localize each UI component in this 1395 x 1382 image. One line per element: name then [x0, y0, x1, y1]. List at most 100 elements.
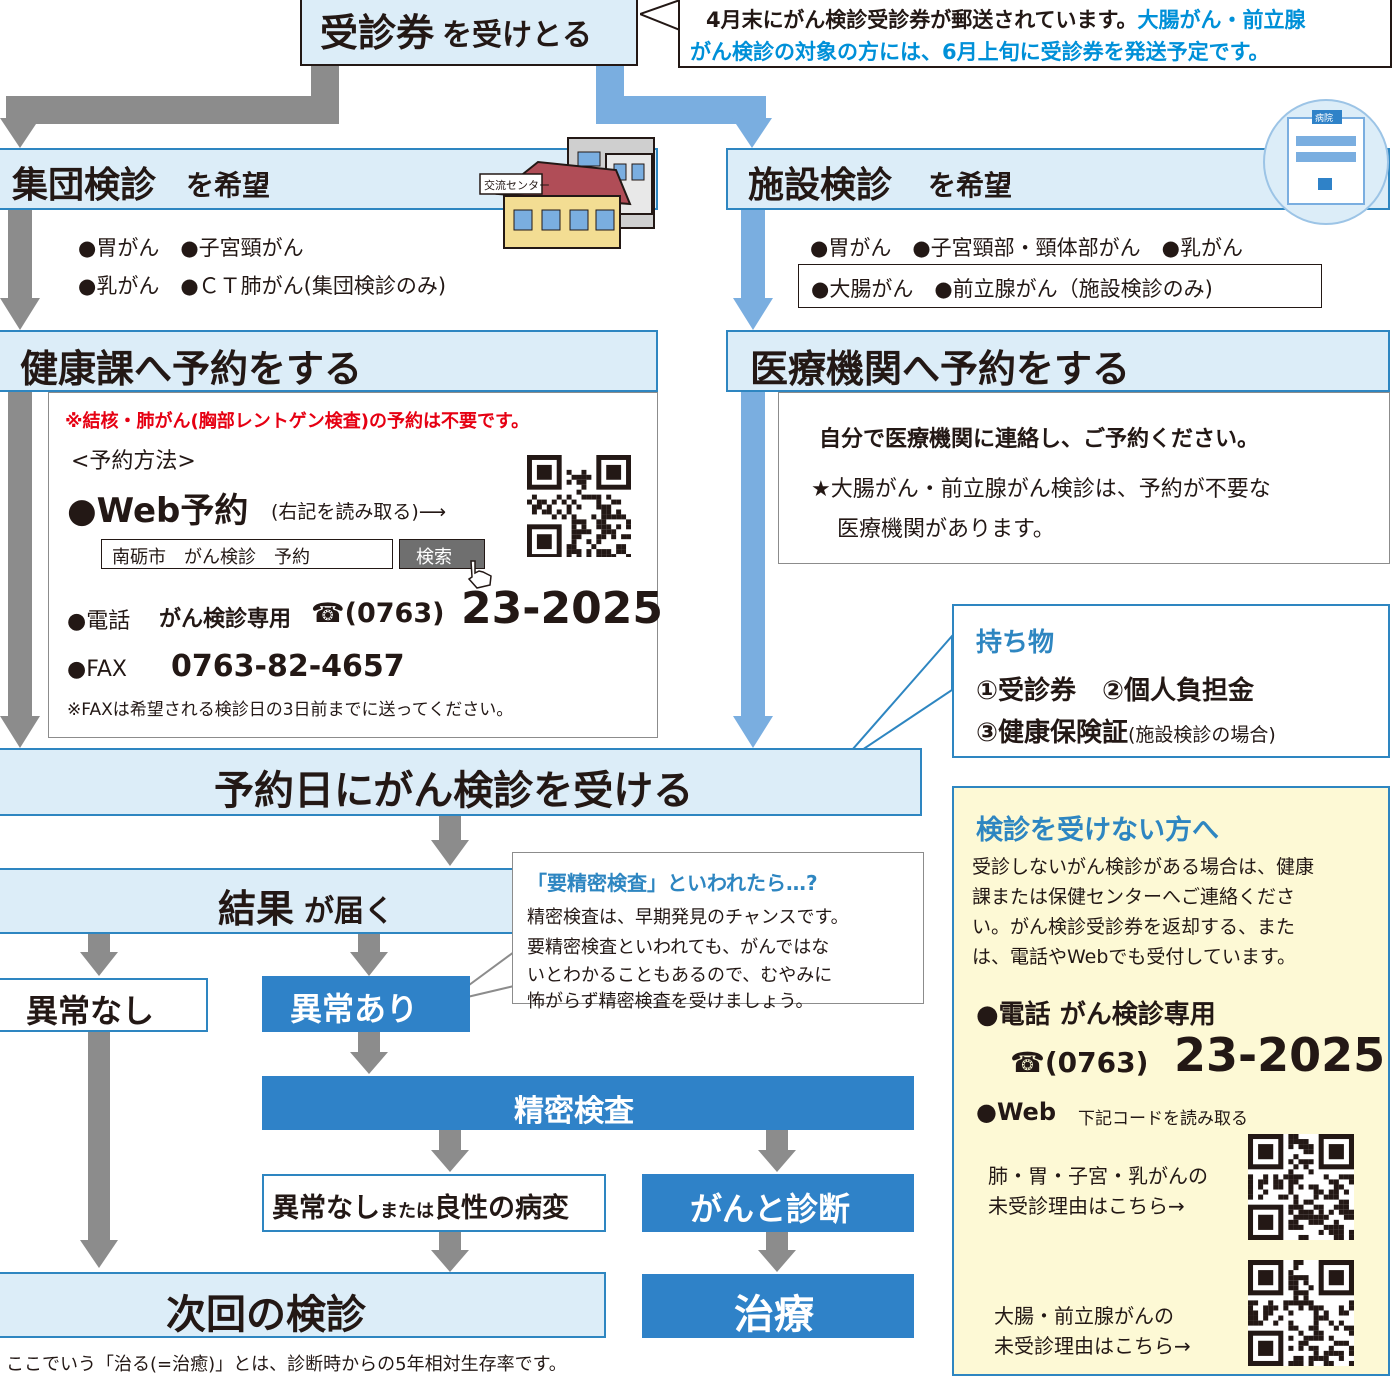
- arrowhead-next-right: [431, 1250, 469, 1272]
- group-title-main: 集団検診: [12, 165, 157, 206]
- abnormal-box: 異常あり: [262, 976, 470, 1032]
- search-input[interactable]: 南砺市 がん検診 予約: [101, 539, 393, 569]
- benign-text-2: または: [380, 1201, 434, 1222]
- callout-line-4: 怖がらず精密検査を受けましょう。: [527, 991, 814, 1012]
- qr-pattern-3: [1248, 1260, 1354, 1366]
- gray-shaft-1: [8, 210, 32, 300]
- medical-details-box: 自分で医療機関に連絡し、ご予約ください。 ★大腸がん・前立腺がん検診は、予約が不…: [778, 392, 1390, 564]
- web-booking-hint: (右記を読み取る)⟶: [271, 501, 447, 523]
- community-center-illustration: 交流センター: [479, 137, 655, 249]
- belongings-title: 持ち物: [976, 628, 1055, 658]
- precise-exam-callout: 「要精密検査」といわれたら…? 精密検査は、早期発見のチャンスです。 要精密検査…: [512, 852, 924, 1012]
- facility-title-main: 施設検診: [748, 165, 893, 206]
- receive-ticket-box: 受診券 を受けとる: [300, 0, 638, 66]
- detailed-exam-label: 精密検査: [514, 1094, 634, 1129]
- exam-day-bar: 予約日にがん検診を受ける: [0, 748, 922, 816]
- belongings-line-1: ①受診券 ②個人負担金: [976, 676, 1255, 706]
- not-taking-box: 検診を受けない方へ 受診しないがん検診がある場合は、健康 課または保健センターへ…: [952, 786, 1390, 1376]
- belongings-line-2-main: ③健康保険証: [976, 718, 1129, 748]
- facility-items-line-1: ●胃がん ●子宮頸部・頸体部がん ●乳がん: [810, 236, 1243, 260]
- connector-to-facility: [596, 64, 766, 124]
- qr-pattern-2: [1248, 1134, 1354, 1240]
- tel-area: ☎(0763): [311, 598, 445, 629]
- medical-line-1: 自分で医療機関に連絡し、ご予約ください。: [819, 427, 1260, 452]
- group-exam-bar: 集団検診 を希望: [0, 148, 658, 210]
- connector-to-group: [6, 52, 339, 124]
- qr1-caption-2: 未受診理由はこちら→: [988, 1194, 1185, 1218]
- treatment-box: 治療: [642, 1274, 914, 1338]
- belongings-line-2-sub: (施設検診の場合): [1128, 724, 1276, 746]
- benign-text-1: 異常なし: [272, 1193, 380, 1224]
- arrowhead-kenko: [0, 298, 40, 330]
- benign-text-3: 良性の病変: [434, 1193, 569, 1224]
- booking-method-heading: <予約方法>: [71, 449, 196, 474]
- unexamined-reason-qr-1-icon[interactable]: [1248, 1134, 1354, 1240]
- arrowhead-exam-left: [0, 716, 40, 748]
- cancer-diagnosis-label: がんと診断: [690, 1190, 851, 1228]
- kenko-title: 健康課へ予約をする: [20, 347, 363, 391]
- facility-items-line-2: ●大腸がん ●前立腺がん（施設検診のみ): [811, 277, 1213, 301]
- callout-line-3: いとわかることもあるので、むやみに: [527, 965, 833, 986]
- benign-box: 異常なしまたは良性の病変: [262, 1174, 606, 1232]
- qr-pattern-1: [527, 455, 631, 559]
- belongings-box: 持ち物 ①受診券 ②個人負担金 ③健康保険証(施設検診の場合): [952, 604, 1390, 758]
- hospital-sign: 病院: [1315, 112, 1333, 124]
- kenko-details-box: ※結核・肺がん(胸部レントゲン検査)の予約は不要です。 <予約方法> ●Web予…: [48, 392, 663, 738]
- tel-label: がん検診専用: [159, 607, 292, 632]
- facility-title-sub: を希望: [928, 169, 1013, 202]
- arrowhead-treatment: [758, 1250, 796, 1272]
- not-taking-tel-number: 23-2025: [1174, 1028, 1386, 1082]
- arrowhead-normal: [80, 952, 118, 976]
- blue-shaft-1: [741, 210, 765, 300]
- arrowhead-group: [0, 118, 40, 148]
- arrowhead-exam-right: [733, 716, 773, 748]
- receive-title-main: 受診券: [320, 11, 435, 55]
- facility-only-box: ●大腸がん ●前立腺がん（施設検診のみ): [798, 264, 1322, 308]
- callout-line-2: 要精密検査といわれても、がんではな: [527, 937, 830, 958]
- not-taking-line-2: 課または保健センターへご連絡くださ: [972, 886, 1296, 908]
- tel-number: 23-2025: [461, 583, 663, 634]
- arrowhead-facility: [732, 118, 772, 148]
- arrowhead-next-left: [80, 1240, 118, 1268]
- not-taking-title: 検診を受けない方へ: [976, 815, 1219, 846]
- medical-line-2: ★大腸がん・前立腺がん検診は、予約が不要な: [811, 477, 1271, 502]
- search-input-text: 南砺市 がん検診 予約: [112, 547, 310, 568]
- unexamined-reason-qr-2-icon[interactable]: [1248, 1260, 1354, 1366]
- tel-prefix: ●電話: [67, 609, 131, 634]
- not-taking-line-1: 受診しないがん検診がある場合は、健康: [972, 856, 1315, 878]
- gray-shaft-2: [8, 392, 32, 718]
- web-booking-label: ●Web予約: [67, 491, 249, 531]
- detailed-exam-bar: 精密検査: [262, 1076, 914, 1130]
- group-items-line-1: ●胃がん ●子宮頸がん: [78, 236, 304, 260]
- hand-cursor-icon: [467, 560, 492, 589]
- notice-text-1: 4月末にがん検診受診券が郵送されています。: [706, 8, 1138, 32]
- search-button-label: 検索: [416, 547, 452, 568]
- result-title-sub: が届く: [304, 894, 394, 929]
- medical-title: 医療機関へ予約をする: [750, 347, 1131, 391]
- fax-number: 0763-82-4657: [171, 649, 405, 684]
- not-taking-web-heading: ●Web: [976, 1098, 1057, 1126]
- qr1-caption-1: 肺・胃・子宮・乳がんの: [988, 1164, 1208, 1188]
- building-sign: 交流センター: [484, 178, 550, 192]
- hospital-illustration: 病院: [1263, 99, 1389, 225]
- notice-text-2: 大腸がん・前立腺: [1137, 8, 1306, 32]
- callout-title: 「要精密検査」といわれたら…?: [527, 871, 818, 895]
- next-exam-bar: 次回の検診: [0, 1272, 606, 1338]
- arrowhead-result: [431, 840, 469, 866]
- receive-title-sub: を受けとる: [442, 18, 592, 53]
- belongings-pointer: [837, 633, 953, 767]
- footnote: ここでいう「治る(=治癒)」とは、診断時からの5年相対生存率です。: [6, 1354, 567, 1375]
- web-booking-qr-icon[interactable]: [527, 455, 631, 559]
- arrowhead-abnormal: [350, 952, 388, 976]
- not-taking-line-3: い。がん検診受診券を返却する、また: [972, 916, 1296, 938]
- normal-label: 異常なし: [26, 992, 155, 1030]
- cancer-diagnosis-box: がんと診断: [642, 1174, 914, 1232]
- exam-day-title: 予約日にがん検診を受ける: [214, 768, 694, 814]
- notice-box: 4月末にがん検診受診券が郵送されています。大腸がん・前立腺 がん検診の対象の方に…: [678, 0, 1392, 68]
- qr2-caption-2: 未受診理由はこちら→: [994, 1334, 1191, 1358]
- notice-text-3: がん検診の対象の方には、6月上旬に受診券を発送予定です。: [690, 40, 1270, 64]
- not-taking-line-4: は、電話やWebでも受付しています。: [972, 946, 1296, 968]
- arrowhead-detailed: [350, 1052, 388, 1074]
- not-taking-web-hint: 下記コードを読み取る: [1078, 1109, 1248, 1129]
- fax-prefix: ●FAX: [67, 657, 127, 682]
